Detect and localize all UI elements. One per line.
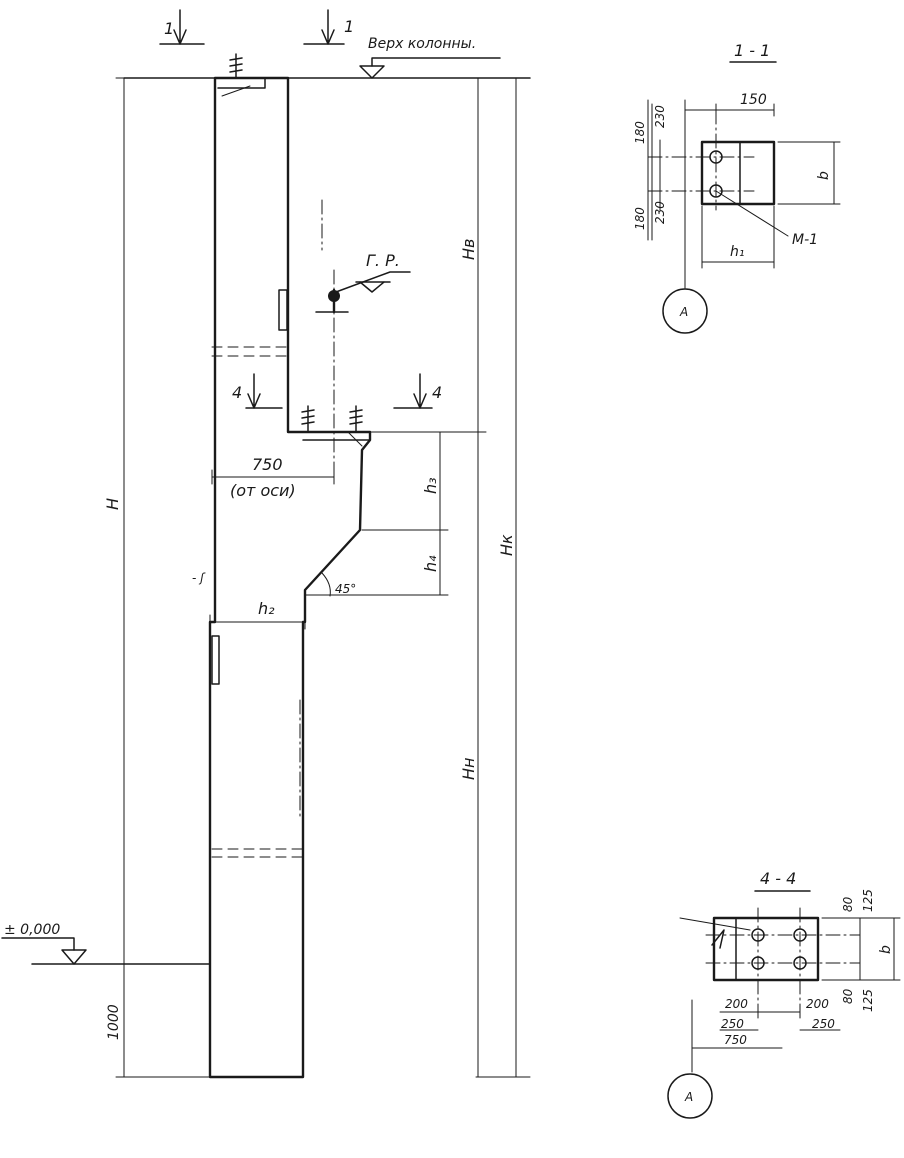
section-1-1-body <box>700 140 776 206</box>
zero-level-label: ± 0,000 <box>4 922 60 938</box>
cut-4-right: 4 <box>432 383 442 402</box>
section-1-1: 1 - 1 150 180 230 180 230 b h₁ М-1 А <box>633 41 841 334</box>
dim-250-right: 250 <box>812 1017 835 1031</box>
cut-1-left: 1 <box>164 19 174 38</box>
section-4-4: 4 - 4 80 125 80 125 b 200 250 200 250 75… <box>667 869 901 1119</box>
embedded-plate-upper <box>278 289 288 331</box>
anchor-symbol-top <box>229 53 243 79</box>
dim-Hn-text: Hн <box>459 758 478 781</box>
dim-1000-text: 1000 <box>106 1004 122 1040</box>
section-1-1-title: 1 - 1 <box>734 41 770 60</box>
dim-b-1: b <box>816 171 832 180</box>
dim-125-bot: 125 <box>861 989 875 1012</box>
small-mark: - ʃ <box>192 571 206 585</box>
anchor-symbol-left <box>301 405 315 433</box>
dim-h3-text: h₃ <box>421 477 440 494</box>
dim-125-top: 125 <box>861 889 875 912</box>
dim-200-right: 200 <box>806 997 829 1011</box>
axis-circle-2 <box>667 1073 713 1119</box>
axis-label-1: А <box>679 305 688 319</box>
dim-180-bot: 180 <box>633 207 647 230</box>
angle-text: 45° <box>335 582 356 596</box>
dim-750-sec: 750 <box>724 1033 747 1047</box>
section-4-4-title: 4 - 4 <box>760 869 796 888</box>
embedded-plate-lower <box>211 635 220 685</box>
top-plate <box>217 77 266 89</box>
console-plate <box>302 431 371 441</box>
dim-h2-line <box>209 614 306 630</box>
hidden-line-lower <box>211 848 304 858</box>
dim-b-4: b <box>878 945 894 954</box>
zero-level: ± 0,000 <box>1 922 211 965</box>
dim-Hv-text: Hв <box>459 239 478 260</box>
section-4-4-body <box>712 916 820 982</box>
axis-circle-1 <box>662 288 708 334</box>
axis-label-2: А <box>684 1090 693 1104</box>
hidden-line-upper <box>211 346 289 357</box>
dim-230-top: 230 <box>653 105 667 128</box>
dim-230-bot: 230 <box>653 201 667 224</box>
dim-H-text: H <box>103 498 122 510</box>
dim-200-left: 200 <box>725 997 748 1011</box>
dim-750-line <box>211 469 335 485</box>
dim-Hk-text: Hк <box>497 534 516 556</box>
top-level-mark: Верх колонны. <box>123 36 531 79</box>
anchor-symbol-right <box>349 405 363 433</box>
dim-80-top: 80 <box>841 896 855 912</box>
column-elevation: Г. Р. 750 (от оси) 45° h₂ - ʃ <box>192 53 411 1079</box>
dim-80-bot: 80 <box>841 988 855 1004</box>
crane-rail-label: Г. Р. <box>366 251 400 270</box>
cut-1-right: 1 <box>344 17 354 36</box>
dim-150: 150 <box>740 92 767 108</box>
dim-right: Hк Hв Hн h₃ h₄ <box>304 77 531 1078</box>
dim-180-top: 180 <box>633 121 647 144</box>
cut-4-left: 4 <box>232 383 242 402</box>
crane-rail-level-mark <box>335 271 411 293</box>
dim-250-left: 250 <box>721 1017 744 1031</box>
dim-h1: h₁ <box>730 244 745 260</box>
label-m1: М-1 <box>792 232 818 248</box>
angle-arc <box>321 572 331 597</box>
crane-rail-symbol <box>315 288 349 314</box>
top-label: Верх колонны. <box>368 36 476 52</box>
dim-h4-text: h₄ <box>421 555 440 572</box>
dim-h2-text: h₂ <box>258 599 275 618</box>
section-cuts: 1 1 4 4 <box>159 9 442 409</box>
dim-left: H 1000 <box>103 77 211 1078</box>
dim-750-note: (от оси) <box>230 481 296 500</box>
dim-750-text: 750 <box>252 455 283 474</box>
column-outline <box>208 76 372 1079</box>
